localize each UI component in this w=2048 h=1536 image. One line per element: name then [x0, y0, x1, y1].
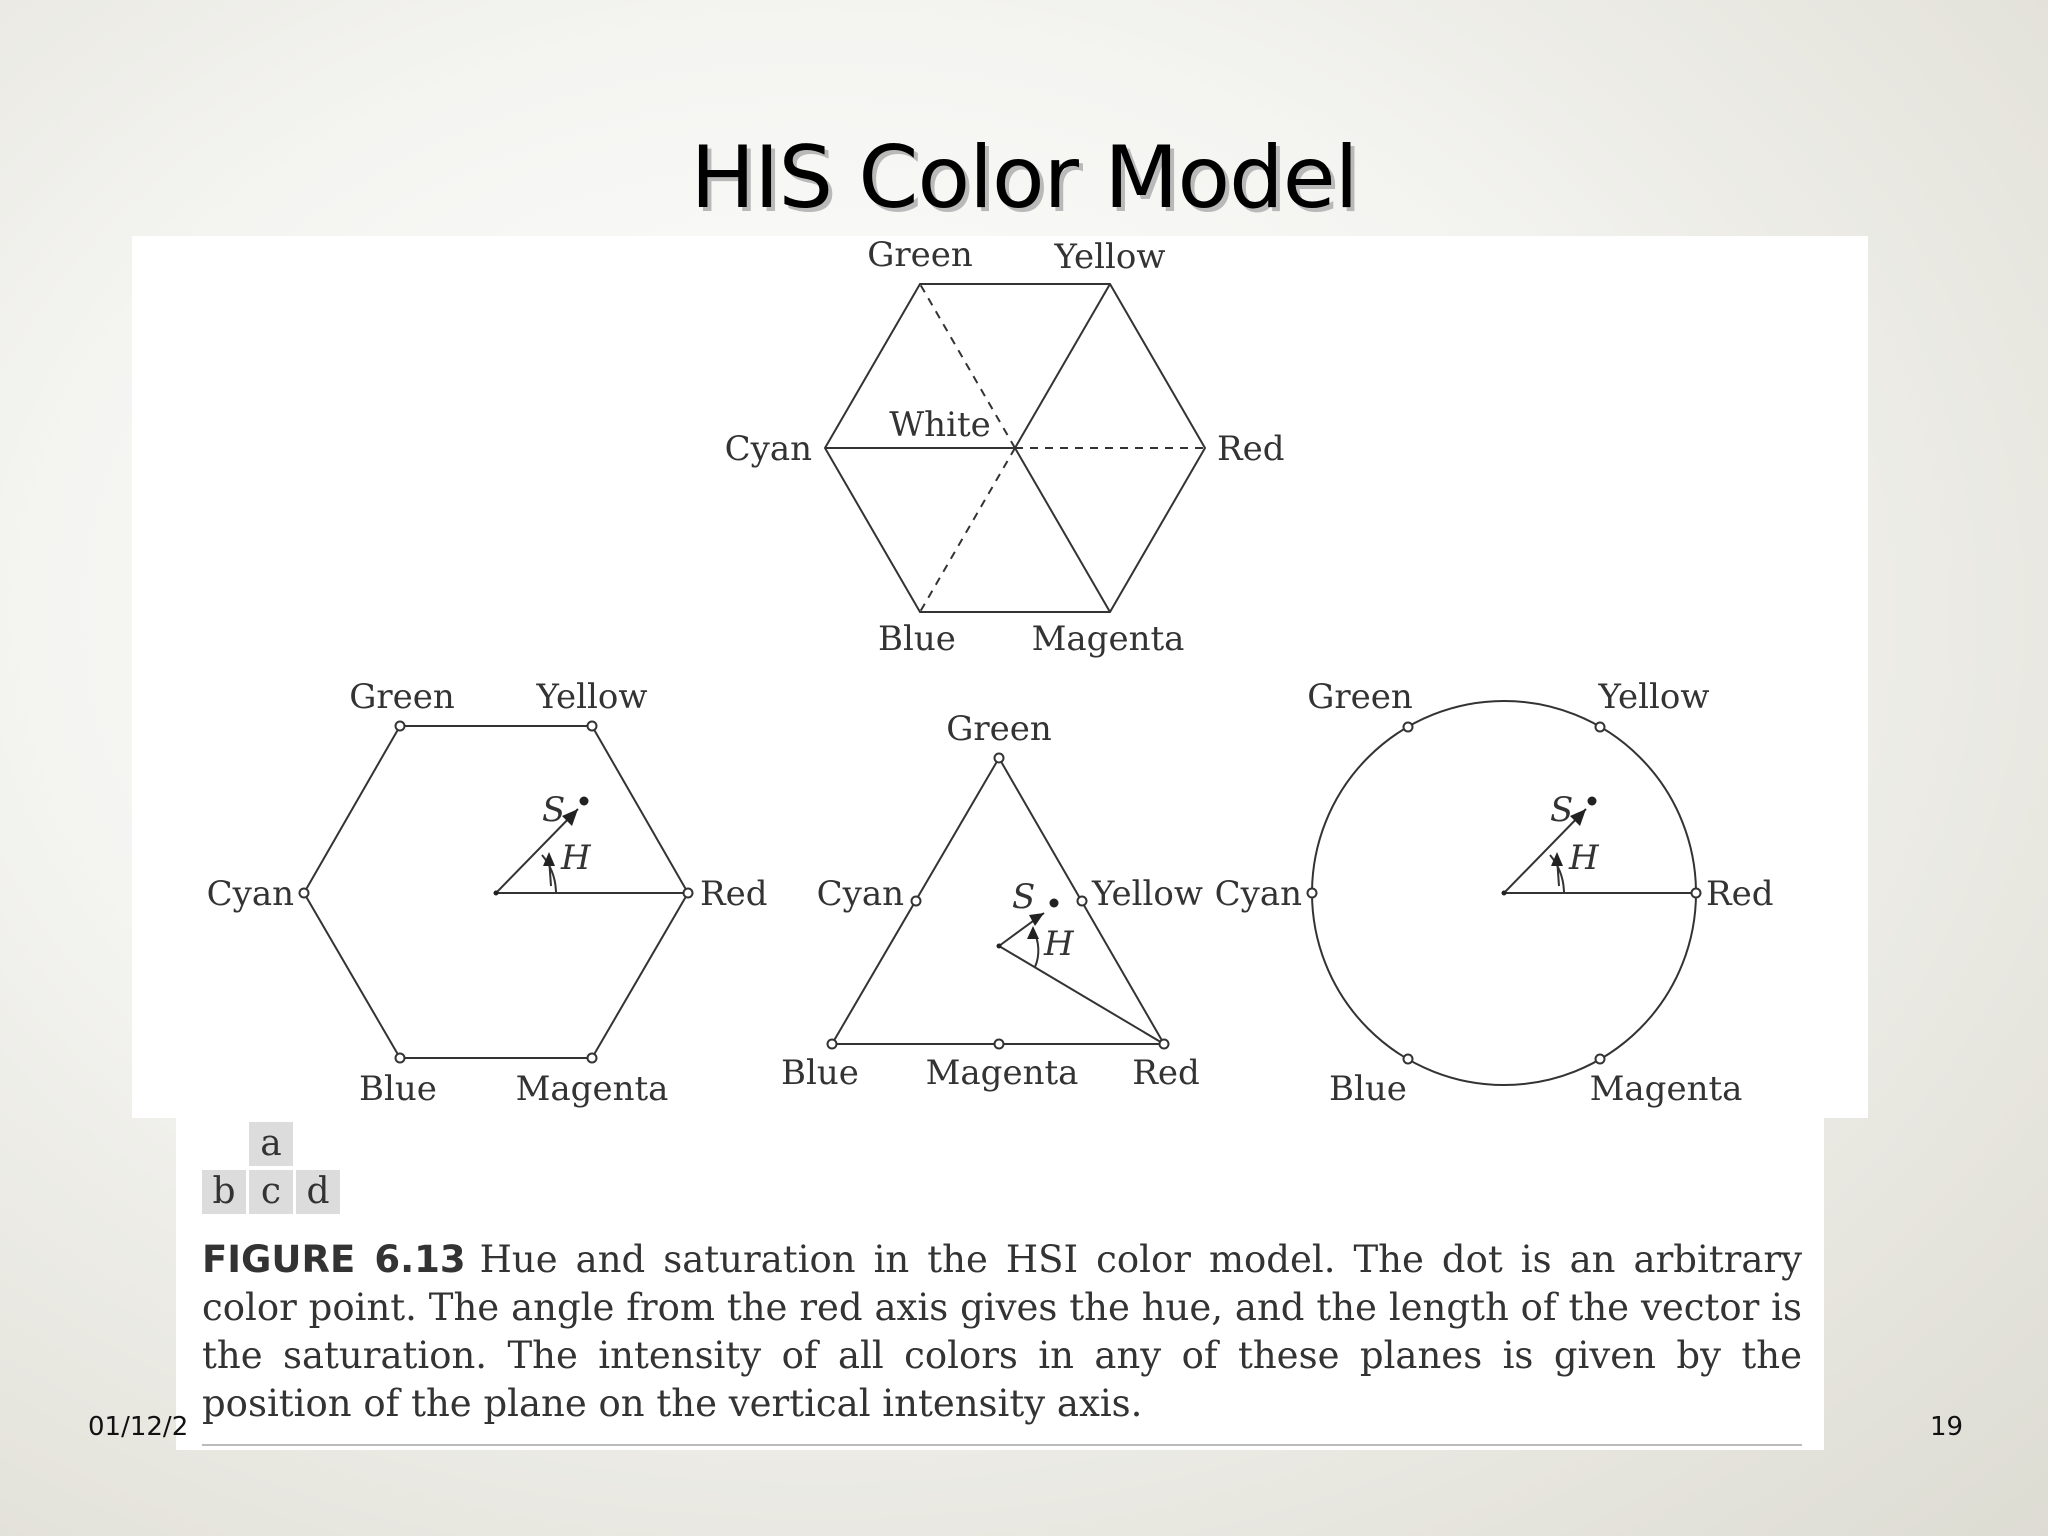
label-magenta: Magenta — [1032, 619, 1185, 659]
label-blue: Blue — [878, 619, 956, 659]
figure-label: FIGURE 6.13 — [202, 1238, 466, 1281]
panel-letter-d: d — [296, 1170, 340, 1214]
label-green: Green — [349, 677, 455, 717]
figure-panel: Green Yellow Cyan White Red Blue Magenta… — [132, 236, 1868, 1118]
panel-letter-b: b — [202, 1170, 246, 1214]
label-yellow: Yellow — [1054, 237, 1166, 277]
label-hue: H — [1568, 838, 1600, 878]
label-red: Red — [1132, 1053, 1200, 1093]
label-saturation: S — [1550, 790, 1573, 830]
panel-letter-grid: a b c d — [202, 1122, 342, 1218]
label-blue: Blue — [781, 1053, 859, 1093]
label-cyan: Cyan — [817, 874, 904, 914]
label-yellow: Yellow — [536, 677, 648, 717]
hsi-figure: Green Yellow Cyan White Red Blue Magenta… — [207, 236, 1774, 1109]
caption-divider — [202, 1444, 1802, 1446]
label-red: Red — [1217, 429, 1285, 469]
label-saturation: S — [1012, 877, 1035, 917]
label-magenta: Magenta — [1590, 1069, 1743, 1109]
label-red: Red — [700, 874, 768, 914]
slide-date: 01/12/2 — [88, 1412, 189, 1442]
label-saturation: S — [542, 790, 565, 830]
label-blue: Blue — [1329, 1069, 1407, 1109]
label-cyan: Cyan — [1215, 874, 1302, 914]
label-green: Green — [946, 709, 1052, 749]
label-hue: H — [560, 838, 592, 878]
color-point-dot — [579, 796, 589, 806]
color-point-dot — [1587, 796, 1597, 806]
label-green: Green — [867, 236, 973, 275]
label-hue: H — [1043, 924, 1075, 964]
label-magenta: Magenta — [516, 1069, 669, 1109]
color-point-dot — [1049, 898, 1059, 908]
label-white: White — [889, 405, 991, 445]
panel-letter-a: a — [249, 1122, 293, 1166]
label-cyan: Cyan — [207, 874, 294, 914]
label-yellow: Yellow — [1598, 677, 1710, 717]
caption-text: Hue and saturation in the HSI color mode… — [202, 1238, 1802, 1425]
label-green: Green — [1307, 677, 1413, 717]
label-yellow: Yellow — [1091, 874, 1203, 914]
panel-letter-c: c — [249, 1170, 293, 1214]
label-blue: Blue — [359, 1069, 437, 1109]
slide-title: HIS Color Model — [690, 128, 1358, 228]
label-cyan: Cyan — [725, 429, 812, 469]
label-magenta: Magenta — [926, 1053, 1079, 1093]
panel-a-hexagon — [823, 283, 1207, 613]
label-red: Red — [1706, 874, 1774, 914]
slide-number: 19 — [1930, 1412, 1964, 1442]
